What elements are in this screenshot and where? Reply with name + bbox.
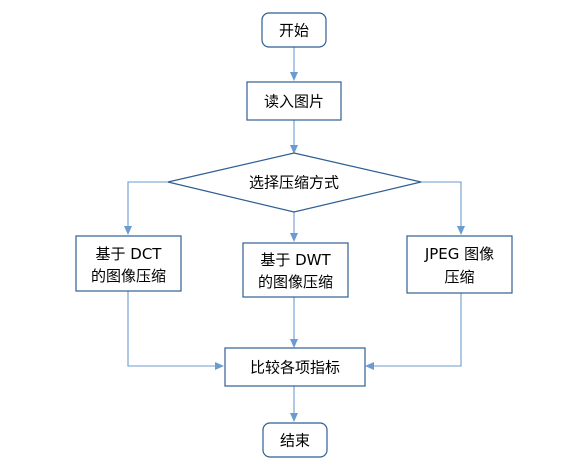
connector-dct-to-compare xyxy=(127,291,215,367)
connector-jpeg-to-compare xyxy=(374,293,462,367)
arrow-head-compare-left xyxy=(215,362,224,370)
jpeg-node: JPEG 图像 压缩 xyxy=(406,235,513,294)
arrow-head-end xyxy=(290,413,298,422)
start-node-shape xyxy=(261,12,327,48)
read-image-node-shape xyxy=(246,81,342,121)
arrow-head-decision xyxy=(290,145,298,154)
dct-node: 基于 DCT 的图像压缩 xyxy=(75,235,182,292)
arrow-head-jpeg xyxy=(457,226,465,235)
start-node-label: 开始 xyxy=(279,22,309,40)
arrow-head-compare-right xyxy=(365,362,374,370)
dwt-node: 基于 DWT 的图像压缩 xyxy=(242,242,349,298)
connector-decision-to-jpeg xyxy=(421,181,462,227)
connectors xyxy=(124,47,465,422)
compare-node: 比较各项指标 xyxy=(224,347,366,387)
read-image-node-label: 读入图片 xyxy=(264,93,324,111)
decision-node-label: 选择压缩方式 xyxy=(249,174,339,192)
end-node-label: 结束 xyxy=(280,432,310,450)
arrow-head-dct xyxy=(124,226,132,235)
dwt-node-label-line2: 的图像压缩 xyxy=(258,273,333,291)
read-image-node: 读入图片 xyxy=(246,81,342,121)
arrow-head-dwt xyxy=(290,233,298,242)
start-node: 开始 xyxy=(261,12,327,48)
decision-node: 选择压缩方式 xyxy=(167,152,422,213)
end-node: 结束 xyxy=(262,422,328,458)
dct-node-shape xyxy=(75,235,182,292)
connector-decision-to-dct xyxy=(127,181,168,227)
compare-node-shape xyxy=(224,347,366,387)
compare-node-label: 比较各项指标 xyxy=(250,359,340,377)
end-node-shape xyxy=(262,422,328,458)
jpeg-node-shape xyxy=(406,235,513,294)
jpeg-node-label-line2: 压缩 xyxy=(444,268,474,286)
dwt-node-label-line1: 基于 DWT xyxy=(260,251,331,269)
dct-node-label-line2: 的图像压缩 xyxy=(91,267,166,285)
dwt-node-shape xyxy=(242,242,349,298)
jpeg-node-label-line1: JPEG 图像 xyxy=(424,245,494,263)
arrow-head-compare-top xyxy=(290,339,298,348)
decision-node-shape xyxy=(167,152,422,213)
dct-node-label-line1: 基于 DCT xyxy=(96,245,163,263)
arrow-head-read xyxy=(290,72,298,81)
